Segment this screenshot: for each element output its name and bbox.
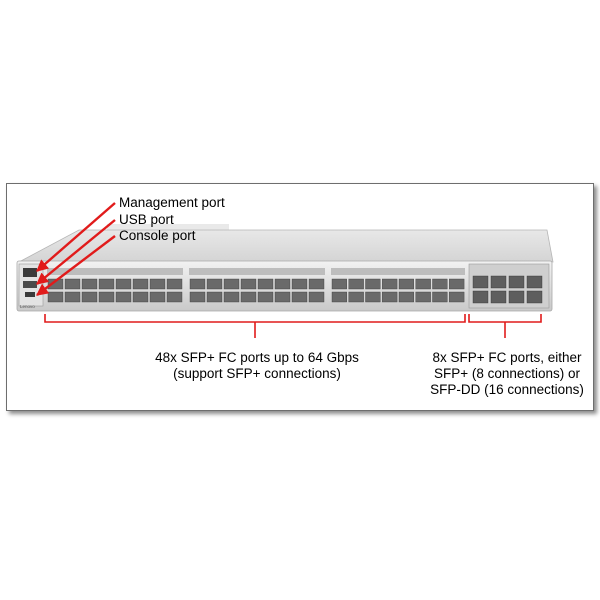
sfp-port (240, 278, 257, 290)
sfp-dd-port (508, 290, 525, 304)
sfp-port (274, 278, 291, 290)
sfp-port (308, 291, 325, 303)
sfp-port (149, 278, 166, 290)
port-label-strip (47, 268, 183, 275)
sfp-port (398, 291, 415, 303)
caption-8-line-3: SFP-DD (16 connections) (430, 382, 584, 397)
sfp-port (223, 291, 240, 303)
sfp-dd-port (508, 275, 525, 289)
caption-8-line-1: 8x SFP+ FC ports, either (432, 350, 582, 365)
sfp-port (415, 291, 431, 303)
sfp-port (115, 291, 132, 303)
port-label-strip (331, 268, 465, 275)
sfp-dd-port (472, 275, 489, 289)
brand-logo: Lenovo (20, 304, 35, 309)
sfp-port (223, 278, 240, 290)
switch-illustration: Lenovo (16, 202, 554, 338)
sfp-port (348, 278, 364, 290)
sfp-dd-port-array (472, 275, 543, 304)
console-port (25, 292, 35, 297)
chassis-top (18, 229, 554, 263)
sfp-port (47, 291, 64, 303)
sfp-port (382, 278, 398, 290)
sfp-port (189, 291, 206, 303)
management-arrow (36, 202, 116, 272)
sfp-port (257, 278, 274, 290)
sfp-port (432, 291, 448, 303)
port-label-strip (189, 268, 325, 275)
sfp-dd-port (472, 290, 489, 304)
usb-port (23, 281, 37, 288)
sfp-dd-port (490, 290, 507, 304)
sfp-port (166, 278, 183, 290)
sfp-port (115, 278, 132, 290)
sfp-port (291, 291, 308, 303)
caption-48-ports: 48x SFP+ FC ports up to 64 Gbps (support… (147, 350, 367, 382)
sfp-port (291, 278, 308, 290)
switch-figure: Lenovo Management port USB port Console … (6, 183, 594, 411)
caption-48-line-2: (support SFP+ connections) (173, 366, 341, 381)
sfp-port (331, 278, 348, 290)
callout-usb-port: USB port (119, 212, 174, 227)
sfp-port (398, 278, 415, 290)
sfp-port (132, 291, 149, 303)
caption-8-ports: 8x SFP+ FC ports, either SFP+ (8 connect… (419, 350, 595, 398)
sfp-port (274, 291, 291, 303)
sfp-port (81, 278, 98, 290)
sfp-port (166, 291, 183, 303)
sfp-port (415, 278, 431, 290)
caption-48-line-1: 48x SFP+ FC ports up to 64 Gbps (155, 350, 359, 365)
sfp-port (132, 278, 149, 290)
bracket-8-ports (468, 314, 542, 323)
sfp-port (64, 278, 81, 290)
sfp-port (348, 291, 364, 303)
sfp-dd-port (526, 275, 543, 289)
sfp-port (449, 278, 465, 290)
sfp-port (206, 278, 223, 290)
sfp-port (432, 278, 448, 290)
sfp-port (382, 291, 398, 303)
sfp-dd-port (490, 275, 507, 289)
sfp-port (331, 291, 348, 303)
management-port (23, 268, 37, 277)
callout-management-port: Management port (119, 195, 225, 210)
bracket-48-ports (44, 314, 466, 323)
sfp-port-array (47, 268, 465, 303)
sfp-port (257, 291, 274, 303)
sfp-port (81, 291, 98, 303)
sfp-port (64, 291, 81, 303)
caption-8-line-2: SFP+ (8 connections) or (434, 366, 580, 381)
sfp-port (365, 291, 381, 303)
sfp-port (189, 278, 206, 290)
console-arrow (36, 235, 116, 296)
sfp-port (449, 291, 465, 303)
sfp-port (365, 278, 381, 290)
callout-console-port: Console port (119, 228, 196, 243)
sfp-port (98, 291, 115, 303)
usb-arrow (36, 219, 116, 285)
sfp-port (98, 278, 115, 290)
sfp-dd-port (526, 290, 543, 304)
sfp-port (308, 278, 325, 290)
sfp-port (240, 291, 257, 303)
sfp-port (149, 291, 166, 303)
sfp-port (206, 291, 223, 303)
